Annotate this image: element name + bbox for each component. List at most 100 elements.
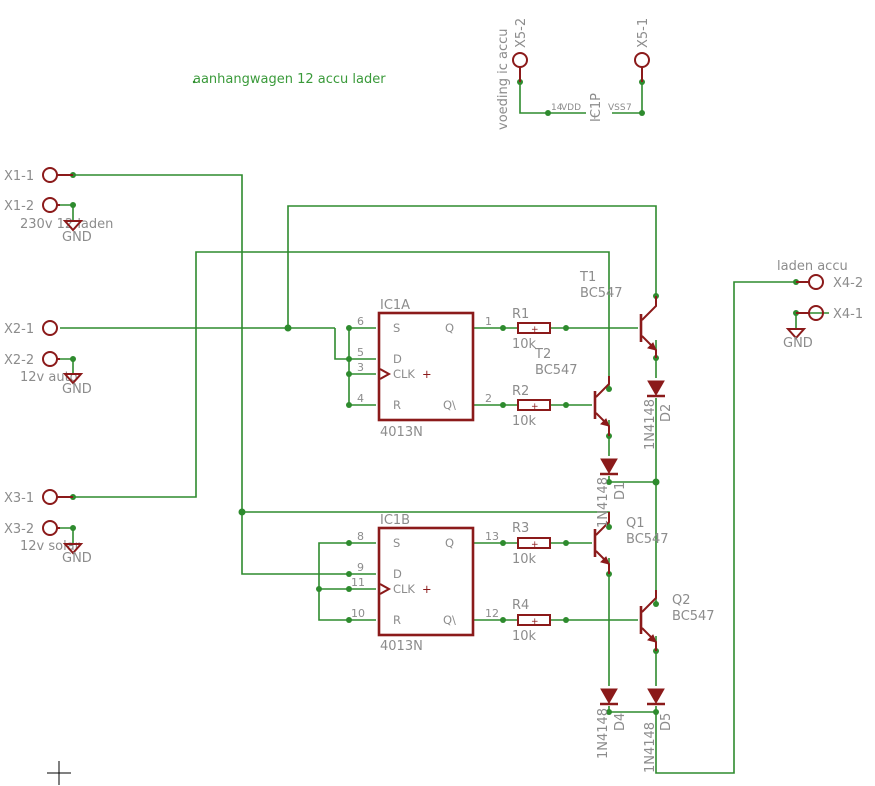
clock-triangle-icon [379,368,392,380]
gnd-symbol-x1: GND [62,220,92,245]
ic1a-pin-q: Q [445,321,454,335]
terminal-icon [512,52,528,68]
ic1b-pin-clk: CLK [393,582,415,596]
resistor-r1[interactable]: + R1 10k [512,307,551,352]
q1-value: BC547 [626,532,669,547]
d5-value: 1N4148 [643,722,658,773]
title-origin-marker [192,80,196,84]
ic1a-pin-qn: Q\ [443,398,456,412]
q2-name: Q2 [672,593,691,608]
resistor-r2[interactable]: + R2 10k [512,384,551,429]
x2-2-label: X2-2 [4,353,34,368]
diode-icon [600,688,618,705]
ic1b-name: IC1B [380,513,410,528]
ic1a-clk-plus-icon: + [422,367,432,381]
ic1b-value: 4013N [380,639,423,654]
d1-name: D1 [613,482,628,500]
x3-value-label: 12v solar [20,539,81,554]
connector-x3[interactable]: X3-1 X3-2 12v solar [4,489,81,554]
terminal-icon [808,274,824,290]
x5-1-label: X5-1 [636,18,651,48]
ic1b-pin-num-r: 10 [351,607,365,620]
r4-name: R4 [512,598,529,613]
ground-icon [785,328,807,340]
ic1a-value: 4013N [380,425,423,440]
connector-x5[interactable]: X5-2 X5-1 voeding ic accu [496,18,651,130]
clock-triangle-icon [379,583,392,595]
svg-text:+: + [531,402,539,412]
ic1p-vss-label: VSS [608,103,626,113]
ic1a-pin-num-r: 4 [357,392,364,405]
ic1b-pin-qn: Q\ [443,613,456,627]
gnd-label: GND [62,551,92,566]
ic1a-pin-num-qn: 2 [485,392,492,405]
transistor-t1[interactable]: T1 BC547 [579,270,657,358]
diode-d2[interactable]: D2 1N4148 [643,380,674,450]
ic1b-pin-r: R [393,613,401,627]
resistor-icon [517,399,551,411]
transistor-t2[interactable]: T2 BC547 [534,347,610,436]
schematic-title: aanhangwagen 12 accu lader [193,72,386,87]
t2-value: BC547 [535,363,578,378]
gnd-symbol-x3: GND [62,543,92,566]
ground-icon [62,220,84,232]
ic1b-pin-num-q: 13 [485,530,499,543]
d2-name: D2 [659,404,674,422]
ic1a-pin-clk: CLK [393,367,415,381]
diode-d5[interactable]: D5 1N4148 [643,688,674,773]
x3-2-label: X3-2 [4,522,34,537]
ic1p-label: IC1P [589,93,604,122]
ic1b-clk-plus-icon: + [422,582,432,596]
diode-d4[interactable]: D4 1N4148 [596,688,628,759]
ic1a-pin-s: S [393,321,400,335]
gnd-symbol-x2: GND [62,373,92,397]
r1-value: 10k [512,337,537,352]
gnd-label: GND [783,336,813,351]
ic1a-pin-num-q: 1 [485,315,492,328]
terminal-icon [42,320,58,336]
ic1p-power-pins[interactable]: IC1P 14 VDD VSS 7 + [551,93,632,122]
wires [60,70,829,774]
ic1b-pin-d: D [393,567,402,581]
cursor-crosshair-icon [47,761,71,785]
ic1p-vdd-label: VDD [561,103,581,113]
transistor-q2[interactable]: Q2 BC547 [639,590,715,651]
diode-d1[interactable]: D1 1N4148 [596,458,628,528]
ic1b-pin-num-qn: 12 [485,607,499,620]
ground-icon [62,543,84,555]
x4-1-label: X4-1 [833,307,863,322]
gnd-label: GND [62,230,92,245]
transistor-q1[interactable]: Q1 BC547 [593,512,669,574]
connector-x2[interactable]: X2-1 X2-2 12v auto [4,320,78,385]
terminal-icon [42,197,58,213]
ic1a-flipflop[interactable]: IC1A 4013N S D CLK + R Q Q\ 6 5 3 4 1 2 [357,298,492,440]
ic1b-flipflop[interactable]: IC1B 4013N S D CLK + R Q Q\ 8 9 11 10 13… [351,513,499,654]
resistor-r4[interactable]: + R4 10k [512,598,551,644]
x1-1-label: X1-1 [4,169,34,184]
t2-name: T2 [534,347,551,362]
ic1p-plus-icon: + [591,112,599,122]
r2-value: 10k [512,414,537,429]
terminal-icon [42,351,58,367]
r3-value: 10k [512,552,537,567]
x2-value-label: 12v auto [20,370,78,385]
q2-value: BC547 [672,609,715,624]
r4-value: 10k [512,629,537,644]
t1-name: T1 [579,270,596,285]
x5-2-label: X5-2 [514,18,529,48]
x1-2-label: X1-2 [4,199,34,214]
diode-icon [647,380,665,397]
ic1a-pin-r: R [393,398,401,412]
x4-2-label: X4-2 [833,276,863,291]
d2-value: 1N4148 [643,399,658,450]
diode-icon [600,458,618,475]
connector-x4[interactable]: X4-2 X4-1 laden accu [777,259,863,322]
gnd-label: GND [62,382,92,397]
svg-text:+: + [531,325,539,335]
connector-x1[interactable]: X1-1 X1-2 230v 12 laden [4,167,113,232]
ic1b-pin-num-clk: 11 [351,576,365,589]
resistor-r3[interactable]: + R3 10k [512,521,551,567]
x4-value-label: laden accu [777,259,848,274]
ic1a-pin-d: D [393,352,402,366]
